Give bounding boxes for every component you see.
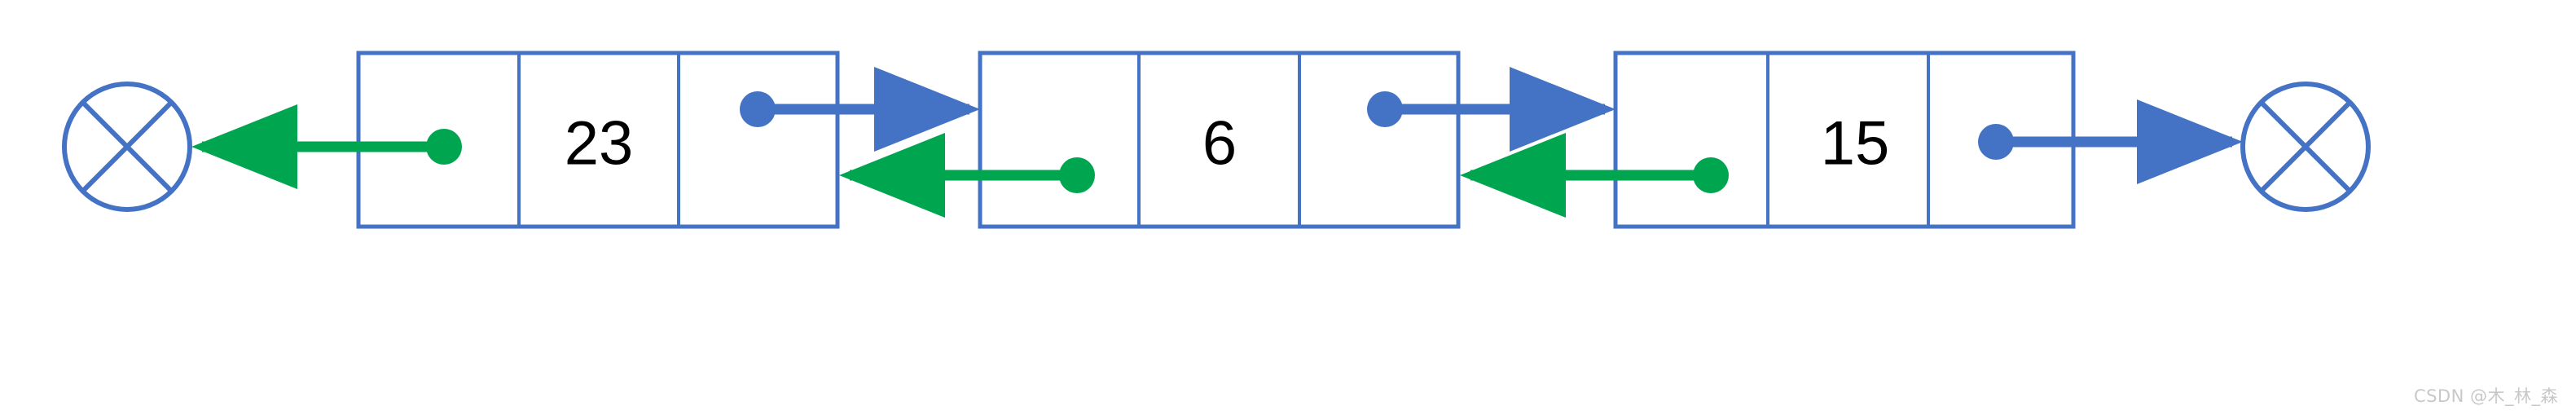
null-cross-right-stroke-2 <box>2258 99 2353 194</box>
prev-arrow-6-to-23-origin-dot <box>1059 157 1095 193</box>
node-2-value: 6 <box>1202 109 1237 179</box>
next-arrow-6-to-15-origin-dot <box>1367 91 1403 127</box>
null-circle-right-outline <box>2240 82 2371 212</box>
list-node-2[interactable]: 6 <box>978 51 1461 229</box>
null-cross-left-stroke-2 <box>80 99 174 194</box>
prev-arrow-23-to-null <box>191 104 462 189</box>
node-3-value: 15 <box>1821 109 1890 179</box>
prev-arrow-15-to-6-origin-dot <box>1693 157 1729 193</box>
prev-arrow-6-to-23 <box>839 133 1095 218</box>
null-terminator-left <box>62 82 192 212</box>
prev-pointer-arrows <box>191 104 1729 218</box>
next-arrow-6-to-15 <box>1367 67 1615 152</box>
next-pointer-arrows <box>740 67 2243 184</box>
next-arrow-15-to-null <box>1978 99 2243 184</box>
node-2-box <box>978 51 1461 229</box>
null-circle-left-outline <box>62 82 192 212</box>
next-arrow-23-to-6-origin-dot <box>740 91 776 127</box>
node-1-value: 23 <box>565 109 634 179</box>
null-terminator-right <box>2240 82 2371 212</box>
next-arrow-15-to-null-origin-dot <box>1978 124 2014 160</box>
next-arrow-23-to-6 <box>740 67 980 152</box>
prev-arrow-15-to-6 <box>1460 133 1729 218</box>
prev-arrow-23-to-null-origin-dot <box>426 129 462 165</box>
csdn-watermark: CSDN @木_林_森 <box>2413 386 2558 406</box>
